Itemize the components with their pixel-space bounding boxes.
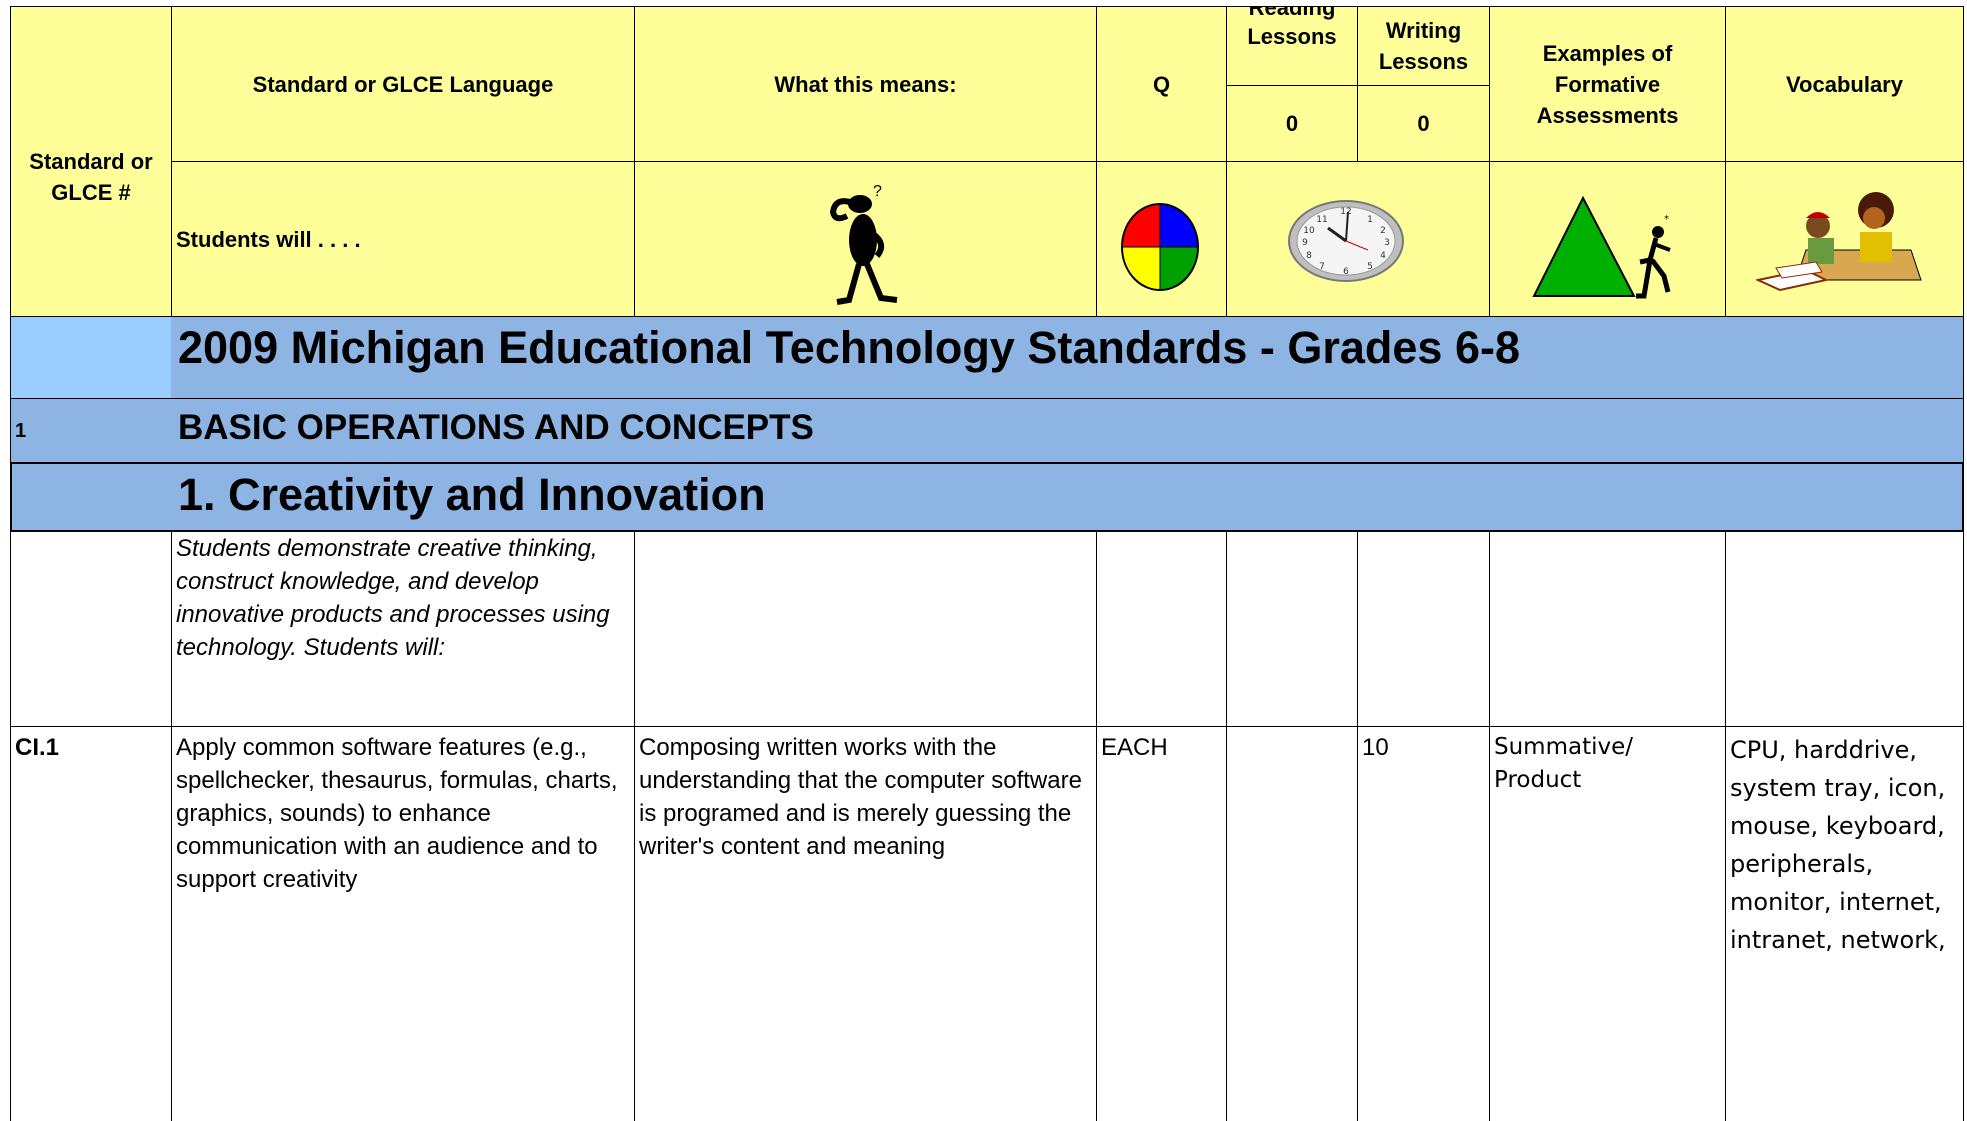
svg-text:4: 4 [1380, 251, 1386, 261]
table-row-id-cell: CI.1 [10, 726, 172, 1121]
intro-reading-cell [1226, 531, 1358, 727]
color-wheel-icon [1121, 203, 1199, 291]
header-reading-lessons: Reading Lessons [1226, 6, 1358, 86]
thinking-figure-icon: ? [829, 183, 898, 305]
table-row-writing-cell: 10 [1357, 726, 1490, 1121]
table-row-reading-cell [1226, 726, 1358, 1121]
row-means: Composing written works with the underst… [639, 734, 1082, 860]
header-reading-count: 0 [1226, 85, 1358, 162]
header-what-means: What this means: [634, 6, 1097, 162]
header-standard-num: Standard or GLCE # [10, 6, 172, 317]
header-standard-language: Standard or GLCE Language [171, 6, 635, 162]
table-row-vocab-cell: CPU, harddrive, system tray, icon, mouse… [1725, 726, 1964, 1121]
table-row-q-cell: EACH [1096, 726, 1227, 1121]
intro-vocab-cell [1725, 531, 1964, 727]
row-reading [1227, 727, 1357, 733]
writing-count-text: 0 [1417, 111, 1430, 136]
header-what-means-text: What this means: [774, 71, 957, 97]
table-row-formative-cell: Summative/ Product [1489, 726, 1726, 1121]
triangle-climber-cell: * [1489, 161, 1726, 317]
intro-num-cell [10, 531, 172, 727]
header-standard-language-text: Standard or GLCE Language [252, 71, 554, 97]
intro-cell: Students demonstrate creative thinking, … [171, 531, 635, 727]
header-vocabulary: Vocabulary [1725, 6, 1964, 162]
header-vocabulary-text: Vocabulary [1786, 71, 1903, 97]
header-reading-lessons-text: Reading Lessons [1247, 6, 1337, 49]
page-title: 2009 Michigan Educational Technology Sta… [178, 322, 1521, 373]
svg-text:1: 1 [1367, 215, 1373, 225]
header-writing-count: 0 [1357, 85, 1490, 162]
header-students-will: Students will . . . . [171, 161, 635, 317]
students-reading-cell [1725, 161, 1964, 317]
svg-text:10: 10 [1303, 226, 1315, 236]
row-writing: 10 [1362, 734, 1389, 761]
svg-text:6: 6 [1343, 267, 1349, 277]
header-standard-num-text: Standard or GLCE # [29, 148, 153, 205]
table-row-means-cell: Composing written works with the underst… [634, 726, 1097, 1121]
table-row-language-cell: Apply common software features (e.g., sp… [171, 726, 635, 1121]
row-id: CI.1 [15, 734, 60, 761]
title-band-left [10, 316, 172, 399]
svg-text:5: 5 [1367, 262, 1373, 272]
svg-text:12: 12 [1340, 207, 1351, 217]
header-writing-lessons: Writing Lessons [1357, 6, 1490, 86]
section-number: 1 [15, 420, 27, 442]
students-reading-icon [1756, 192, 1922, 292]
section-title: BASIC OPERATIONS AND CONCEPTS [178, 408, 814, 447]
svg-text:9: 9 [1302, 238, 1308, 248]
header-formative: Examples of Formative Assessments [1489, 6, 1726, 162]
thinking-figure-cell: ? [634, 161, 1097, 317]
svg-text:2: 2 [1380, 226, 1386, 236]
intro-writing-cell [1357, 531, 1490, 727]
row-formative: Summative/ Product [1494, 734, 1633, 793]
svg-text:3: 3 [1384, 238, 1390, 248]
row-language: Apply common software features (e.g., sp… [176, 734, 618, 893]
section-band [10, 398, 1964, 463]
subsection-title: 1. Creativity and Innovation [178, 469, 766, 520]
svg-text:11: 11 [1316, 215, 1327, 225]
reading-count-text: 0 [1285, 111, 1299, 136]
svg-text:*: * [1664, 214, 1669, 225]
header-formative-text: Examples of Formative Assessments [1536, 40, 1679, 128]
row-q: EACH [1101, 734, 1168, 761]
header-q: Q [1096, 6, 1227, 162]
students-will-text: Students will . . . . [176, 226, 361, 252]
row-vocabulary: CPU, harddrive, system tray, icon, mouse… [1730, 736, 1946, 954]
svg-text:?: ? [873, 183, 882, 200]
svg-text:8: 8 [1306, 251, 1312, 261]
intro-means-cell [634, 531, 1097, 727]
svg-text:7: 7 [1319, 262, 1325, 272]
intro-text: Students demonstrate creative thinking, … [176, 535, 610, 661]
triangle-climber-icon: * [1532, 195, 1671, 299]
header-q-text: Q [1152, 71, 1171, 97]
intro-formative-cell [1489, 531, 1726, 727]
header-writing-lessons-text: Writing Lessons [1378, 18, 1469, 74]
intro-q-cell [1096, 531, 1227, 727]
color-wheel-cell [1096, 161, 1227, 317]
